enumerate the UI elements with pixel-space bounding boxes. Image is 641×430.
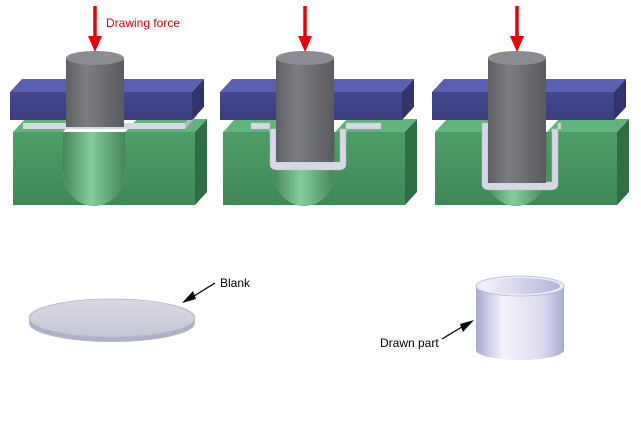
blank-pointer-arrow	[182, 282, 216, 303]
blank-disc	[28, 298, 196, 342]
die-side	[195, 119, 207, 205]
die-side	[617, 119, 629, 205]
drawing-force-label: Drawing force	[106, 16, 180, 30]
stage-1-start	[10, 6, 207, 206]
stage-3-full	[432, 6, 629, 206]
die-side	[405, 119, 417, 205]
die-top-left	[435, 119, 497, 132]
force-arrow-head	[88, 36, 102, 52]
die-top-right	[547, 119, 629, 132]
punch-body	[276, 58, 334, 162]
holder-side	[192, 79, 204, 120]
drawn-part-pointer-arrow	[441, 320, 474, 340]
sheet-drawn	[481, 122, 562, 191]
drawn-part-label: Drawn part	[380, 336, 439, 350]
stage-2-partial	[220, 6, 417, 206]
force-arrow-head	[510, 36, 524, 52]
die-front	[13, 132, 195, 206]
holder-side	[614, 79, 626, 120]
holder-side	[402, 79, 414, 120]
sheet-drawn	[250, 122, 382, 171]
blank-label: Blank	[220, 276, 251, 290]
force-arrow-head	[298, 36, 312, 52]
die-hole	[63, 132, 125, 206]
punch-top	[66, 51, 124, 65]
punch-top	[488, 51, 546, 65]
die-front	[435, 132, 617, 206]
drawn-cup	[475, 275, 565, 360]
punch-body	[66, 58, 124, 127]
punch-top	[276, 51, 334, 65]
punch-body	[488, 58, 546, 183]
die-front	[223, 132, 405, 206]
